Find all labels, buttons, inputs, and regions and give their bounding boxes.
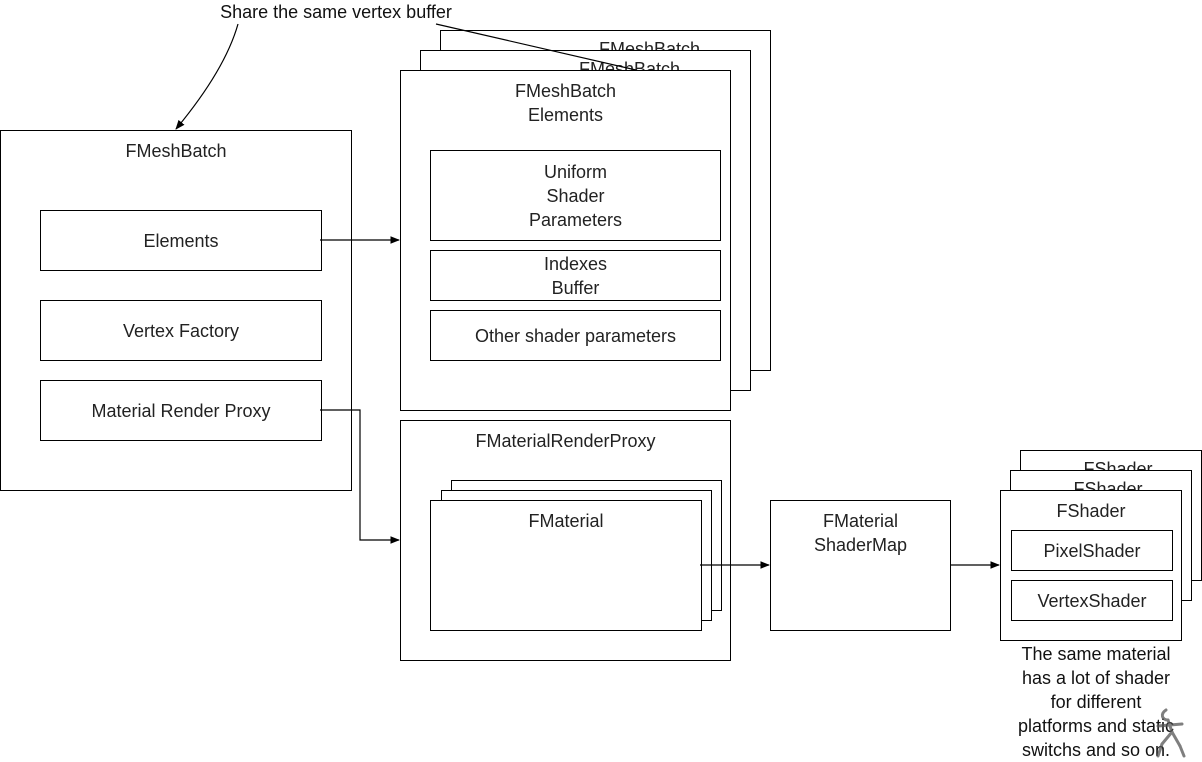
material-shader-map-box: FMaterial ShaderMap bbox=[770, 500, 951, 631]
uniform-shader-parameters-box: Uniform Shader Parameters bbox=[430, 150, 721, 241]
other-shader-parameters-label: Other shader parameters bbox=[474, 325, 677, 346]
vertex-shader-box: VertexShader bbox=[1011, 580, 1173, 621]
indexes-buffer-label: Indexes Buffer bbox=[543, 253, 608, 298]
mesh-batch-elements-title: FMeshBatch Elements bbox=[514, 81, 617, 125]
mesh-batch-title: FMeshBatch bbox=[125, 141, 227, 161]
material-render-proxy-box: Material Render Proxy bbox=[40, 380, 322, 441]
pixel-shader-box: PixelShader bbox=[1011, 530, 1173, 571]
material-shader-map-title: FMaterial ShaderMap bbox=[813, 511, 908, 555]
mesh-batch-elements-box: FMeshBatch Elements Uniform Shader Param… bbox=[400, 70, 731, 411]
material-box: FMaterial bbox=[430, 500, 702, 631]
vertex-factory-label: Vertex Factory bbox=[122, 320, 240, 341]
share-vertex-buffer-annotation: Share the same vertex buffer bbox=[220, 2, 452, 22]
mesh-batch-box: FMeshBatch Elements Vertex Factory Mater… bbox=[0, 130, 352, 491]
vertex-shader-label: VertexShader bbox=[1037, 590, 1147, 611]
material-render-proxy-container: FMaterialRenderProxy FMaterial bbox=[400, 420, 731, 661]
vertex-factory-box: Vertex Factory bbox=[40, 300, 322, 361]
elements-box: Elements bbox=[40, 210, 322, 271]
watermark-figure-icon bbox=[1156, 708, 1186, 758]
shader-title: FShader bbox=[1056, 501, 1126, 521]
elements-label: Elements bbox=[143, 230, 219, 251]
material-render-proxy-title: FMaterialRenderProxy bbox=[475, 431, 656, 451]
other-shader-parameters-box: Other shader parameters bbox=[430, 310, 721, 361]
share-buffer-arrow bbox=[175, 23, 239, 130]
indexes-buffer-box: Indexes Buffer bbox=[430, 250, 721, 301]
material-label: FMaterial bbox=[528, 511, 604, 531]
uniform-shader-parameters-label: Uniform Shader Parameters bbox=[528, 161, 623, 230]
material-render-proxy-label: Material Render Proxy bbox=[91, 400, 271, 421]
material-note-annotation: The same material has a lot of shader fo… bbox=[1017, 644, 1175, 760]
pixel-shader-label: PixelShader bbox=[1043, 540, 1141, 561]
shader-box: FShader PixelShader VertexShader bbox=[1000, 490, 1182, 641]
